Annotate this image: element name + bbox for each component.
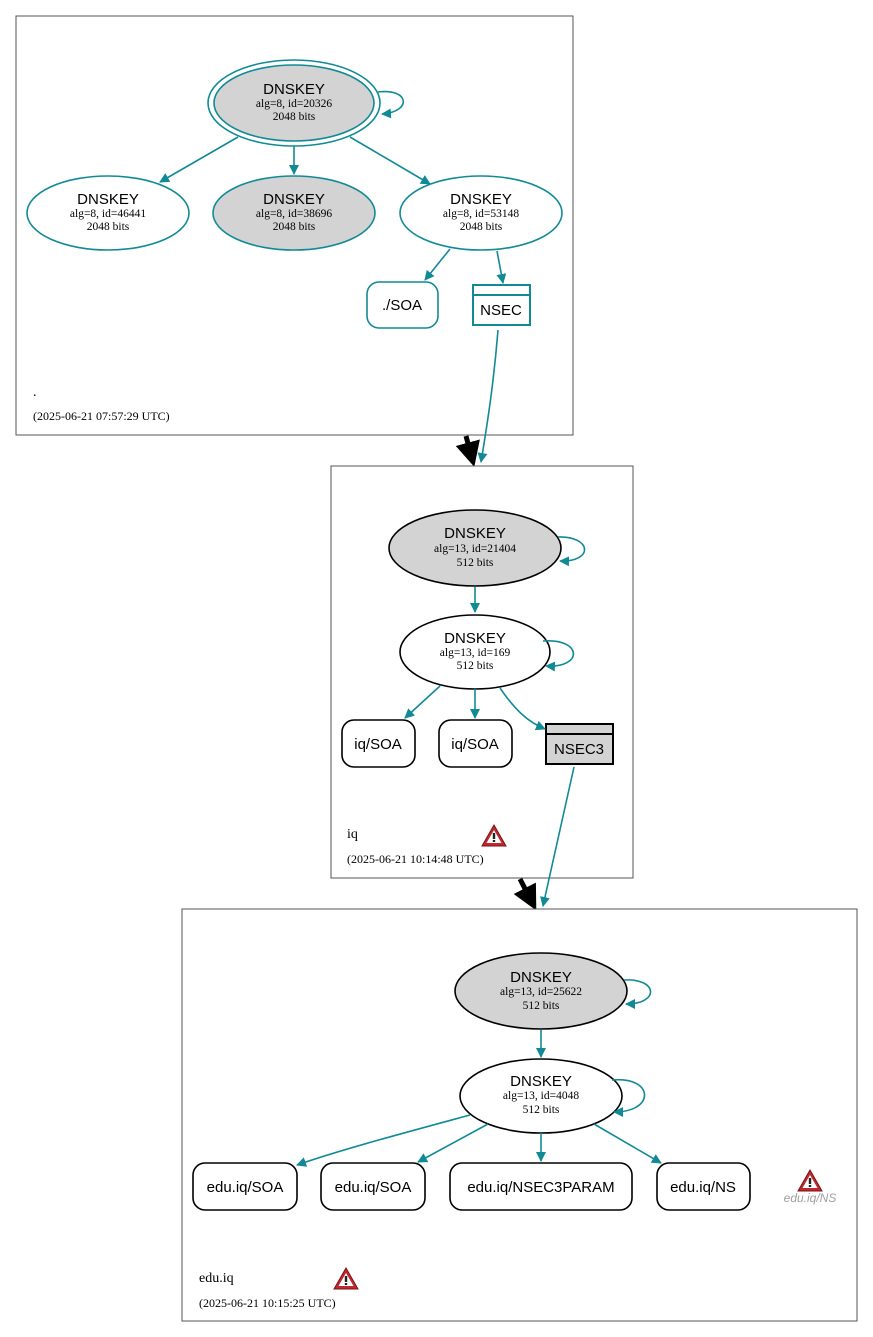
iq-soa-node-2[interactable]: iq/SOA (438, 719, 513, 768)
eduiq-nsec3param-label: edu.iq/NSEC3PARAM (467, 1179, 614, 1196)
eduiq-ksk-dnskey-node[interactable]: DNSKEY alg=13, id=25622 512 bits (454, 952, 628, 1030)
zone-iq-timestamp: (2025-06-21 10:14:48 UTC) (347, 852, 484, 866)
iq-ksk-title: DNSKEY (444, 525, 506, 542)
eduiq-zsk-to-soa2-edge (417, 1123, 489, 1163)
root-zsk-dnskey-node[interactable]: DNSKEY alg=8, id=53148 2048 bits (399, 175, 563, 251)
root-zsk-alg: alg=8, id=53148 (443, 208, 519, 220)
root-zsk-to-soa-edge (424, 248, 451, 281)
iq-zsk-self-edge (542, 640, 575, 672)
eduiq-ksk-bits: 512 bits (523, 1000, 560, 1012)
iq-zsk-to-nsec3-edge (499, 687, 546, 731)
zone-root-timestamp: (2025-06-21 07:57:29 UTC) (33, 409, 170, 423)
root-ksk-title: DNSKEY (263, 81, 325, 98)
zone-iq-name: iq (347, 827, 358, 842)
eduiq-ns-label: edu.iq/NS (670, 1179, 736, 1196)
iq-ksk-self-edge (557, 536, 586, 567)
eduiq-ns-node[interactable]: edu.iq/NS (656, 1162, 751, 1211)
iq-soa-2-label: iq/SOA (451, 736, 499, 753)
zone-eduiq-name: edu.iq (199, 1271, 234, 1286)
root-key-a-title: DNSKEY (77, 191, 139, 208)
iq-zsk-to-soa1-edge (404, 685, 441, 719)
iq-zsk-title: DNSKEY (444, 630, 506, 647)
root-soa-label: ./SOA (382, 297, 422, 314)
iq-ksk-dnskey-node[interactable]: DNSKEY alg=13, id=21404 512 bits (388, 509, 562, 587)
iq-nsec3-label: NSEC3 (554, 741, 604, 758)
iq-ksk-alg: alg=13, id=21404 (434, 543, 516, 555)
root-ksk-bits: 2048 bits (273, 111, 316, 123)
eduiq-soa-2-label: edu.iq/SOA (335, 1179, 412, 1196)
iq-ksk-bits: 512 bits (457, 557, 494, 569)
eduiq-zsk-to-ns-edge (593, 1123, 662, 1164)
eduiq-zsk-bits: 512 bits (523, 1104, 560, 1116)
root-zsk-title: DNSKEY (450, 191, 512, 208)
root-zsk-bits: 2048 bits (460, 221, 503, 233)
eduiq-ns-warning-label: edu.iq/NS (784, 1191, 837, 1205)
eduiq-ksk-title: DNSKEY (510, 969, 572, 986)
root-ksk-to-zsk-edge (349, 136, 431, 185)
root-nsec-label: NSEC (480, 302, 522, 319)
root-key-a-alg: alg=8, id=46441 (70, 208, 146, 220)
zone-iq: DNSKEY alg=13, id=21404 512 bits DNSKEY … (330, 465, 634, 879)
iq-to-eduiq-delegation-arrow (513, 877, 537, 911)
eduiq-ksk-alg: alg=13, id=25622 (500, 986, 582, 998)
iq-soa-node-1[interactable]: iq/SOA (341, 719, 416, 768)
root-to-iq-delegation-arrow (455, 435, 480, 467)
iq-zsk-dnskey-node[interactable]: DNSKEY alg=13, id=169 512 bits (399, 614, 551, 690)
root-ksk-dnskey-node[interactable]: DNSKEY alg=8, id=20326 2048 bits (207, 59, 381, 147)
root-ksk-to-key-a-edge (159, 136, 239, 183)
root-key-b-bits: 2048 bits (273, 221, 316, 233)
iq-zsk-bits: 512 bits (457, 660, 494, 672)
zone-eduiq-timestamp: (2025-06-21 10:15:25 UTC) (199, 1296, 336, 1310)
eduiq-zsk-self-edge (611, 1079, 646, 1117)
eduiq-zsk-to-soa1-edge (296, 1114, 471, 1167)
eduiq-nsec3param-node[interactable]: edu.iq/NSEC3PARAM (449, 1162, 633, 1211)
root-key-b-alg: alg=8, id=38696 (256, 208, 332, 220)
eduiq-soa-1-label: edu.iq/SOA (207, 1179, 284, 1196)
root-dnskey-46441-node[interactable]: DNSKEY alg=8, id=46441 2048 bits (26, 175, 190, 251)
root-ksk-alg: alg=8, id=20326 (256, 98, 332, 110)
eduiq-ksk-self-edge (623, 979, 652, 1009)
root-nsec-node[interactable]: NSEC (472, 284, 531, 326)
eduiq-zsk-title: DNSKEY (510, 1073, 572, 1090)
iq-zsk-alg: alg=13, id=169 (440, 647, 511, 659)
root-ksk-self-edge (377, 90, 405, 119)
root-dnskey-38696-node[interactable]: DNSKEY alg=8, id=38696 2048 bits (212, 175, 376, 251)
iq-nsec3-node[interactable]: NSEC3 (545, 723, 614, 765)
root-zsk-to-nsec-edge (496, 250, 507, 284)
iq-nsec3-to-eduiq-edge (540, 766, 575, 907)
zone-root: DNSKEY alg=8, id=20326 2048 bits DNSKEY … (15, 15, 574, 436)
eduiq-zsk-alg: alg=13, id=4048 (503, 1090, 579, 1102)
root-key-b-title: DNSKEY (263, 191, 325, 208)
eduiq-soa-node-2[interactable]: edu.iq/SOA (320, 1162, 426, 1211)
root-soa-node[interactable]: ./SOA (366, 281, 439, 329)
iq-soa-1-label: iq/SOA (354, 736, 402, 753)
zone-root-name: . (33, 385, 37, 400)
eduiq-soa-node-1[interactable]: edu.iq/SOA (192, 1162, 298, 1211)
zone-eduiq: DNSKEY alg=13, id=25622 512 bits DNSKEY … (181, 908, 858, 1322)
root-nsec-to-iq-edge (477, 329, 499, 463)
root-key-a-bits: 2048 bits (87, 221, 130, 233)
eduiq-zsk-dnskey-node[interactable]: DNSKEY alg=13, id=4048 512 bits (459, 1058, 623, 1134)
